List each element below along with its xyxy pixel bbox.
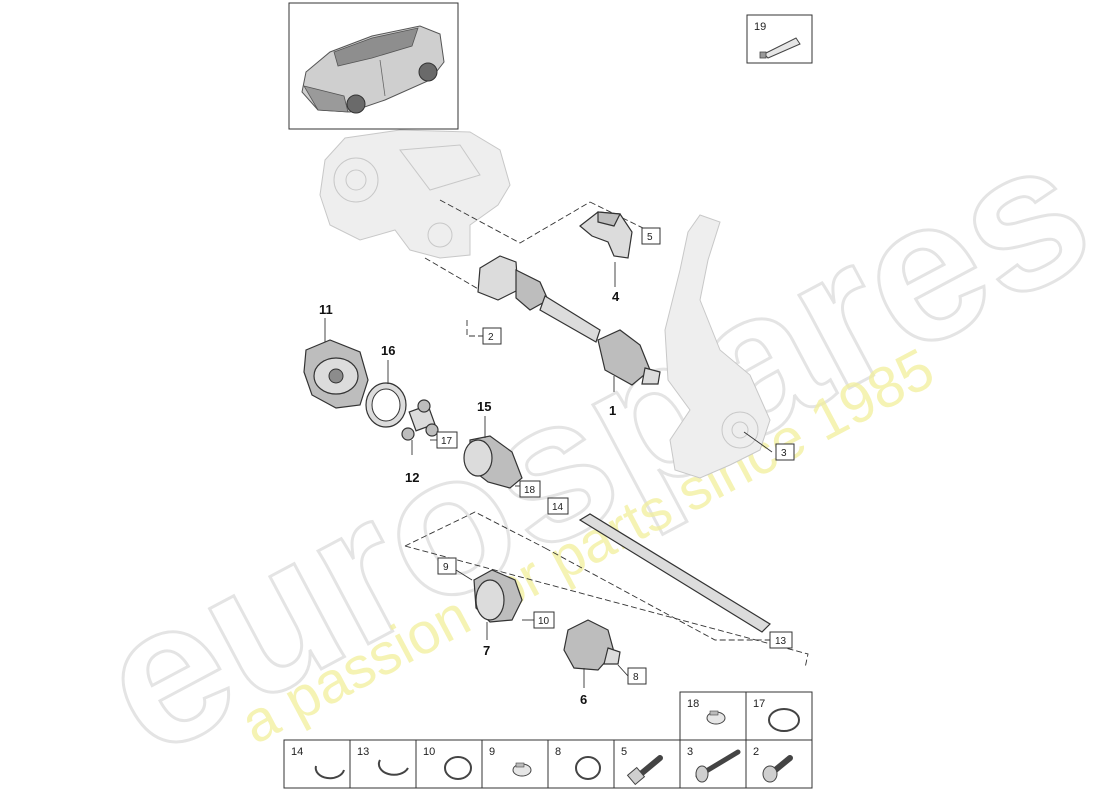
callout-1: 1 <box>609 403 616 418</box>
svg-text:18: 18 <box>687 698 699 710</box>
suv-image <box>301 25 445 114</box>
parts-cell-9[interactable]: 9 <box>489 746 532 777</box>
steering-knuckle-ghost <box>664 214 771 479</box>
parts-table-top: 18 17 <box>679 691 813 741</box>
callouts: 11 16 12 15 1 4 7 6 <box>319 289 620 707</box>
svg-text:17: 17 <box>441 436 453 447</box>
callout-11: 11 <box>319 302 333 317</box>
callout-16: 16 <box>381 343 395 358</box>
box-label-17[interactable]: 17 <box>436 431 458 449</box>
svg-text:10: 10 <box>423 746 435 758</box>
part-boot-inner[interactable] <box>463 435 523 489</box>
bolt-washer-icon <box>695 749 741 783</box>
clamp-band-icon <box>444 756 472 780</box>
clamp-band-icon <box>768 708 800 732</box>
svg-text:3: 3 <box>781 448 787 459</box>
box-label-18[interactable]: 18 <box>519 480 541 498</box>
svg-text:10: 10 <box>538 616 550 627</box>
box-label-8[interactable]: 8 <box>627 667 647 685</box>
box-label-5[interactable]: 5 <box>641 227 661 245</box>
part-tripod[interactable] <box>401 399 439 441</box>
svg-text:17: 17 <box>753 698 765 710</box>
part-outer-joint[interactable] <box>563 619 621 671</box>
parts-cell-2[interactable]: 2 <box>753 746 793 783</box>
callout-7: 7 <box>483 643 490 658</box>
box-label-10[interactable]: 10 <box>533 611 555 629</box>
svg-text:8: 8 <box>633 672 639 683</box>
parts-table-bottom: 14 13 10 9 8 5 <box>283 739 813 789</box>
engine-block-ghost <box>319 129 511 259</box>
box-label-14[interactable]: 14 <box>547 497 569 515</box>
part-joint-housing[interactable] <box>303 339 369 409</box>
box-label-9[interactable]: 9 <box>437 557 457 575</box>
callout-15: 15 <box>477 399 491 414</box>
leader-lines <box>324 262 773 688</box>
grease-tube-icon <box>759 37 801 59</box>
svg-text:13: 13 <box>357 746 369 758</box>
box-label-3[interactable]: 3 <box>775 443 795 461</box>
callout-12: 12 <box>405 470 419 485</box>
svg-text:13: 13 <box>775 636 787 647</box>
bolt-icon <box>626 755 663 786</box>
callout-6: 6 <box>580 692 587 707</box>
parts-cell-18[interactable]: 18 <box>687 698 726 725</box>
clamp-band-icon <box>575 756 601 780</box>
svg-text:9: 9 <box>443 562 449 573</box>
box-label-2[interactable]: 2 <box>482 327 502 345</box>
parts-cell-8[interactable]: 8 <box>555 746 601 780</box>
clamp-small-icon <box>512 762 532 777</box>
clamp-small-icon <box>706 710 726 725</box>
socket-bolt-icon <box>762 755 793 783</box>
circlip-icon <box>377 759 409 776</box>
parts-cell-17[interactable]: 17 <box>753 698 800 732</box>
svg-text:18: 18 <box>524 485 536 496</box>
part-intermediate-shaft[interactable] <box>578 513 771 633</box>
svg-text:14: 14 <box>291 746 303 758</box>
parts-cell-5[interactable]: 5 <box>621 746 663 786</box>
svg-text:5: 5 <box>647 232 653 243</box>
assembly-lines <box>404 199 809 669</box>
parts-cell-10[interactable]: 10 <box>423 746 472 780</box>
circlip-icon <box>314 765 345 780</box>
svg-text:2: 2 <box>753 746 759 758</box>
callout-4: 4 <box>612 289 620 304</box>
parts-cell-13[interactable]: 13 <box>357 746 409 776</box>
svg-text:14: 14 <box>552 502 564 513</box>
kit-box-label: 19 <box>754 21 766 33</box>
parts-cell-14[interactable]: 14 <box>291 746 345 780</box>
part-boot-outer[interactable] <box>473 569 523 623</box>
svg-text:9: 9 <box>489 746 495 758</box>
box-label-13[interactable]: 13 <box>769 631 793 649</box>
svg-text:3: 3 <box>687 746 693 758</box>
part-drive-shaft[interactable] <box>477 255 661 386</box>
kit-box-19[interactable]: 19 <box>746 14 813 64</box>
svg-text:2: 2 <box>488 332 494 343</box>
svg-text:5: 5 <box>621 746 627 758</box>
vehicle-thumbnail <box>288 2 459 130</box>
part-ring[interactable] <box>365 382 407 428</box>
part-heat-shield[interactable] <box>579 211 633 259</box>
boxed-labels: 5 2 3 17 18 14 9 10 <box>436 227 795 685</box>
svg-text:8: 8 <box>555 746 561 758</box>
parts-cell-3[interactable]: 3 <box>687 746 741 783</box>
